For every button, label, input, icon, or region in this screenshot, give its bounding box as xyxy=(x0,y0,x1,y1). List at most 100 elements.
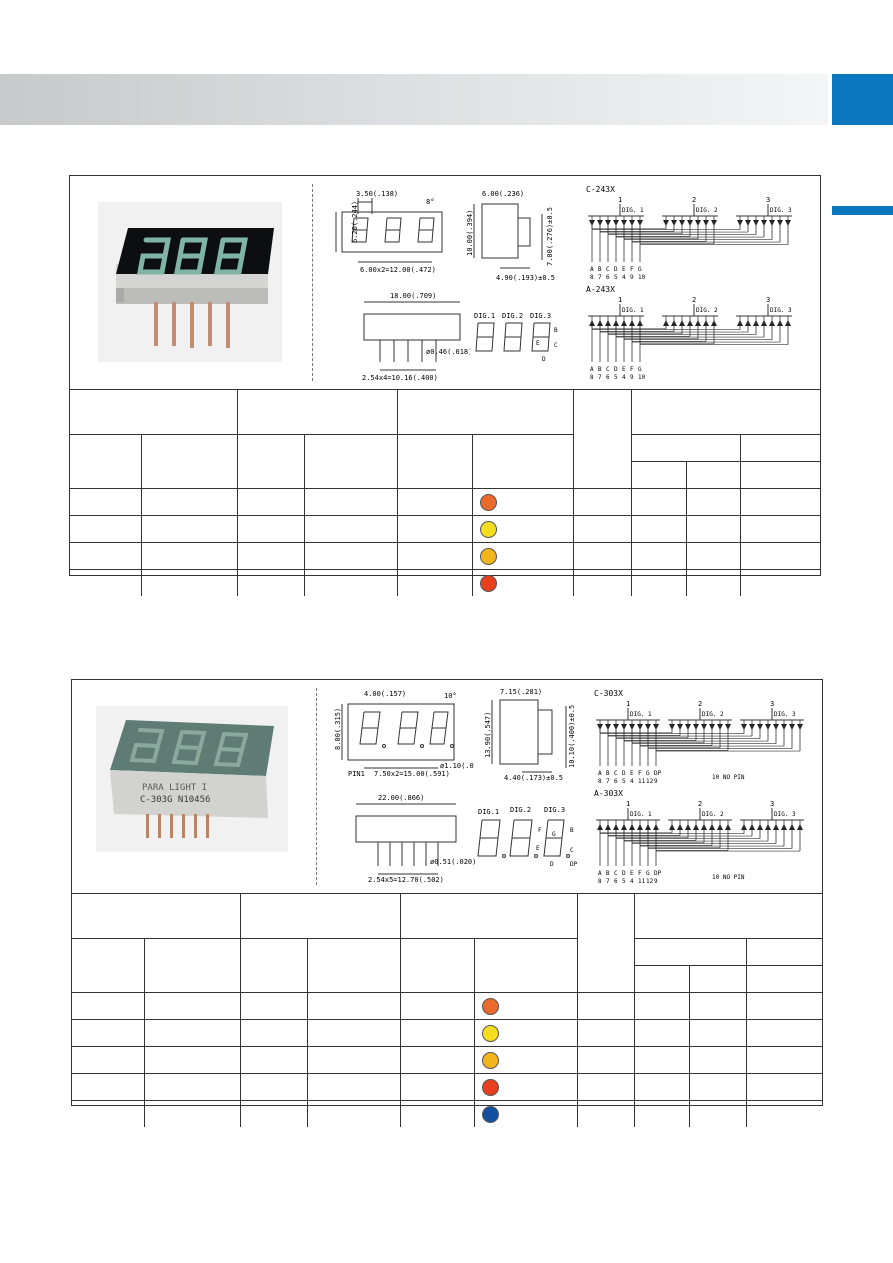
digit-number: 1 xyxy=(626,800,630,808)
table-header-cell xyxy=(399,938,475,993)
segment-letter: A xyxy=(598,870,602,877)
table-cell xyxy=(633,1019,690,1047)
table-cell xyxy=(303,569,398,596)
table-cell xyxy=(306,1100,401,1127)
svg-text:4.40(.173)±0.5: 4.40(.173)±0.5 xyxy=(504,774,563,782)
table-cell xyxy=(399,992,475,1020)
table-cell xyxy=(685,569,741,596)
table-cell xyxy=(576,1046,635,1074)
pin-number: 11 xyxy=(638,878,646,884)
digit-number: 1 xyxy=(626,700,630,708)
table-cell xyxy=(399,1100,475,1127)
table-cell xyxy=(739,569,821,596)
pin-number: 7 xyxy=(598,274,602,281)
table-cell xyxy=(633,992,690,1020)
table-cell xyxy=(739,542,821,570)
segment-letter: D xyxy=(622,770,626,777)
table-cell xyxy=(473,1100,578,1127)
digit-label: DIG. 3 xyxy=(770,207,792,214)
svg-text:B: B xyxy=(554,327,558,334)
segment-letter: F xyxy=(630,266,634,273)
segment-letter: D xyxy=(614,366,618,373)
spec-table xyxy=(72,893,823,1127)
table-header-row xyxy=(72,893,823,993)
table-cell xyxy=(471,515,574,543)
led-color-swatch xyxy=(481,997,499,1015)
bottom-view-drawing: 22.00(.866) ø0.51(.020) 2.54x5=12.70(.50… xyxy=(355,794,476,884)
segment-letter: B xyxy=(606,870,610,877)
segment-letter: A xyxy=(590,366,594,373)
digit-number: 2 xyxy=(692,196,696,204)
table-cell xyxy=(306,992,401,1020)
segment-letter: G xyxy=(638,266,642,273)
segment-letter: B xyxy=(598,266,602,273)
pin-number: 5 xyxy=(622,878,626,884)
table-cell xyxy=(143,992,241,1020)
segment-letter: D xyxy=(622,870,626,877)
pin-number: 8 xyxy=(598,878,602,884)
segment-letter: DP xyxy=(654,870,662,877)
table-cell xyxy=(70,542,142,570)
table-header-cell xyxy=(739,461,821,489)
digit-label: DIG. 2 xyxy=(702,811,724,818)
table-cell xyxy=(745,1073,823,1101)
svg-text:10.00(.394): 10.00(.394) xyxy=(466,210,474,256)
pin-number: 6 xyxy=(614,778,618,785)
table-cell xyxy=(239,992,308,1020)
svg-text:DIG.1: DIG.1 xyxy=(474,312,495,320)
product-photo xyxy=(98,202,282,362)
table-header-cell xyxy=(745,965,823,993)
table-cell xyxy=(688,1019,747,1047)
table-cell xyxy=(630,542,687,570)
pin-number: 11 xyxy=(638,778,646,785)
svg-text:ø1.10(.043): ø1.10(.043) xyxy=(440,762,474,770)
digit-label: DIG. 3 xyxy=(770,307,792,314)
table-cell xyxy=(396,542,473,570)
table-header-cell xyxy=(239,893,401,939)
table-cell xyxy=(303,542,398,570)
drawing-area: PARA LIGHT I C-303G N10456 4.00(.157) 10… xyxy=(72,680,822,894)
svg-text:DIG.3: DIG.3 xyxy=(544,806,565,814)
svg-text:6.00x2=12.00(.472): 6.00x2=12.00(.472) xyxy=(360,266,436,274)
table-header-cell xyxy=(72,938,145,993)
table-cell xyxy=(473,1019,578,1047)
segment-layout-drawing: DIG.1 DIG.2 DIG.3 B E C D xyxy=(474,312,558,363)
table-cell xyxy=(688,1073,747,1101)
pin-number: 12 xyxy=(646,878,654,884)
segment-letter: C xyxy=(614,870,618,877)
table-row xyxy=(72,1046,823,1074)
segment-letter: F xyxy=(638,770,642,777)
pin-number: 10 xyxy=(638,374,646,380)
svg-text:10°: 10° xyxy=(444,692,457,700)
table-cell xyxy=(306,1073,401,1101)
pin-number: 8 xyxy=(598,778,602,785)
table-header-cell xyxy=(306,938,401,993)
table-header-row xyxy=(72,938,823,993)
segment-letter: DP xyxy=(654,770,662,777)
product-photo: PARA LIGHT I C-303G N10456 xyxy=(96,706,288,852)
header-tab xyxy=(832,74,893,125)
table-cell xyxy=(572,569,632,596)
svg-text:ø0.46(.018): ø0.46(.018) xyxy=(426,348,470,356)
table-row xyxy=(72,1100,823,1127)
table-row xyxy=(72,1019,823,1047)
table-cell xyxy=(572,515,632,543)
table-header-cell xyxy=(72,893,241,939)
segment-letter: E xyxy=(622,266,626,273)
product-panel-243x: 3.50(.138) 8° 6.20(.244) 6.00x2=12.00(.4… xyxy=(69,175,821,596)
table-header-row xyxy=(72,965,823,993)
svg-text:4.00(.157): 4.00(.157) xyxy=(364,690,406,698)
table-header-cell xyxy=(739,434,821,462)
table-cell xyxy=(572,488,632,516)
led-color-swatch xyxy=(479,520,497,538)
led-color-swatch xyxy=(479,547,497,565)
table-header-cell xyxy=(576,893,635,993)
svg-text:10.10(.400)±0.5: 10.10(.400)±0.5 xyxy=(568,705,576,768)
table-cell xyxy=(236,488,305,516)
side-section-marker xyxy=(832,206,893,215)
segment-letter: E xyxy=(630,870,634,877)
table-cell xyxy=(239,1019,308,1047)
svg-text:E: E xyxy=(536,845,540,852)
